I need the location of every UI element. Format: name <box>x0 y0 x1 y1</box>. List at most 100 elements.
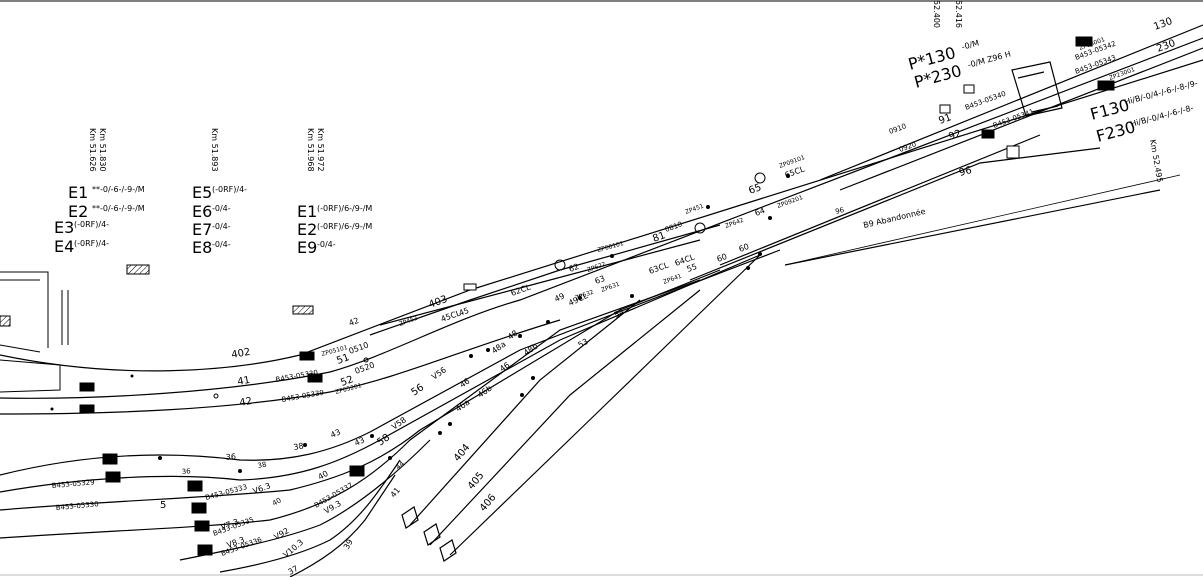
signal-aspect: (-0RF)/4- <box>74 239 109 248</box>
signal-aspect: **-0/-6-/-9-/M <box>92 185 145 194</box>
building-outline <box>0 271 61 393</box>
signal-icon <box>463 283 477 291</box>
km-label-52400: 52.400 <box>932 0 941 28</box>
signal-aspect: Hi/B/-0/4-/-6-/-8- <box>1129 103 1194 129</box>
km-label-52416: 52.416 <box>954 0 963 28</box>
track-label: 44 <box>394 459 406 471</box>
signal-aspect: (-0RF)/6-/9-/M <box>317 222 372 231</box>
signal-aspects-right: E1 (-0RF)/6-/9-/M E2 (-0RF)/6-/9-/M E9 -… <box>297 202 372 257</box>
track-label: 81 <box>651 230 667 245</box>
track-label: 62 <box>568 262 581 274</box>
track-label: 60 <box>738 242 751 254</box>
signal-icon <box>307 373 323 383</box>
track-label: 43 <box>329 427 342 439</box>
track-label: 0910 <box>888 122 907 136</box>
km-label-51626: Km 51.626 <box>88 128 97 172</box>
signal-aspects-left: E1 **-0/-6-/-9-/M E2 **-0/-6-/-9-/M E3 (… <box>54 183 145 256</box>
track-label: 0810 <box>664 220 683 234</box>
track-label: 46b <box>476 384 494 400</box>
track-label: 63 <box>594 274 607 286</box>
equipment-id: ZP642 <box>724 217 745 230</box>
equipment-id: ZP08101 <box>597 240 625 254</box>
signal-name: E1 <box>297 202 317 221</box>
track-label: 38 <box>293 441 305 452</box>
hatched-block-1 <box>126 264 150 275</box>
track-label: 402 <box>231 347 252 361</box>
signal-name: E5 <box>192 183 212 202</box>
top-right-aspects: P*130 -0/M P*230 -0/M Z96 H F130 Hi/B/-0… <box>906 38 1199 145</box>
signal-icon <box>981 129 995 139</box>
signal-icon <box>191 502 207 514</box>
tracks <box>0 24 1203 577</box>
track-label: 56 <box>409 382 426 398</box>
signal-aspects-middle: E5 (-0RF)/4- E6 -0/4- E7 -0/4- E8 -0/4- <box>192 183 247 257</box>
track-label: 36 <box>225 452 236 462</box>
signal-name: E6 <box>192 202 212 221</box>
signal-icon <box>1075 36 1093 47</box>
signal-icon <box>299 351 315 361</box>
track-label: 38 <box>257 461 267 470</box>
track-label: V56 <box>430 365 448 381</box>
buffer-stops <box>401 506 457 562</box>
signal-aspect: (-0RF)/4- <box>74 220 109 229</box>
equipment-id: ZP641 <box>662 273 683 286</box>
signal-name: E8 <box>192 238 212 257</box>
track-label: 40 <box>271 496 283 507</box>
signal-aspect: -0/4- <box>212 204 231 213</box>
building-dashes <box>61 290 69 345</box>
signal-icon <box>197 544 213 556</box>
signal-icon <box>79 382 95 392</box>
signal-aspect: -0/4- <box>317 240 336 249</box>
track-label: 54 <box>613 307 626 320</box>
equipment-id: B453-05329 <box>51 478 95 490</box>
signal-icons <box>79 36 1115 556</box>
signal-aspect: -0/M <box>961 38 980 51</box>
hatched-block-2 <box>292 305 314 315</box>
signal-aspect: -0/M Z96 H <box>967 49 1012 69</box>
track-markers <box>50 172 790 473</box>
track-label: 42 <box>239 396 253 409</box>
signal-name: E4 <box>54 237 74 256</box>
equipment-ids: B453-05330 B453-05339 B453-05329 B453-05… <box>51 36 1136 558</box>
track-label: 53 <box>577 337 590 350</box>
km-label-51893: Km 51.893 <box>210 128 219 172</box>
track-label: 46 <box>498 360 512 373</box>
track-label: 92 <box>947 128 963 143</box>
signal-icon <box>79 404 95 414</box>
signal-name: E2 <box>68 202 88 221</box>
signal-icon <box>939 104 951 114</box>
track-label: 52 <box>339 374 355 389</box>
signal-aspect: (-0RF)/6-/9-/M <box>317 204 372 213</box>
signal-aspect: **-0/-6-/-9-/M <box>92 204 145 213</box>
track-label: 51 <box>335 352 351 367</box>
km-label-51972: Km 51.972 <box>316 128 325 172</box>
track-label: 48 <box>506 328 520 341</box>
signal-icon <box>187 480 203 492</box>
track-label: 65 <box>747 182 763 197</box>
equipment-id: B453-05333 <box>204 483 248 502</box>
signal-name: E7 <box>192 220 212 239</box>
abandoned-label: B9 Abandonnée <box>862 206 926 230</box>
track-label: 64 <box>754 206 767 218</box>
track-label: 96 <box>834 206 845 216</box>
km-label-52495: Km 52.495 <box>1148 139 1164 183</box>
equipment-id: ZP622 <box>586 261 607 274</box>
track-label: 91 <box>937 112 953 127</box>
signal-icon <box>1097 80 1115 91</box>
track-label: 130 <box>1152 16 1174 33</box>
track-label: V92 <box>273 526 291 542</box>
track-label: 62CL <box>510 282 533 298</box>
signal-aspect: (-0RF)/4- <box>212 185 247 194</box>
track-label: 96 <box>958 165 973 179</box>
signal-aspect: -0/4- <box>212 240 231 249</box>
track-label: 0510 <box>348 340 370 355</box>
track-label: 405 <box>466 470 487 492</box>
signal-aspect: Hi/B/-0/4-/-6-/-8-/9- <box>1123 79 1198 107</box>
equipment-id: B453-05330 <box>55 500 99 512</box>
equipment-id: B453-05339 <box>281 389 325 404</box>
track-labels: 130 230 91 92 96 96 0910 0920 65 65CL 64… <box>160 16 1177 577</box>
signal-icon <box>349 465 365 477</box>
track-label: V6.3 <box>252 481 272 496</box>
signal-name: E3 <box>54 218 74 237</box>
